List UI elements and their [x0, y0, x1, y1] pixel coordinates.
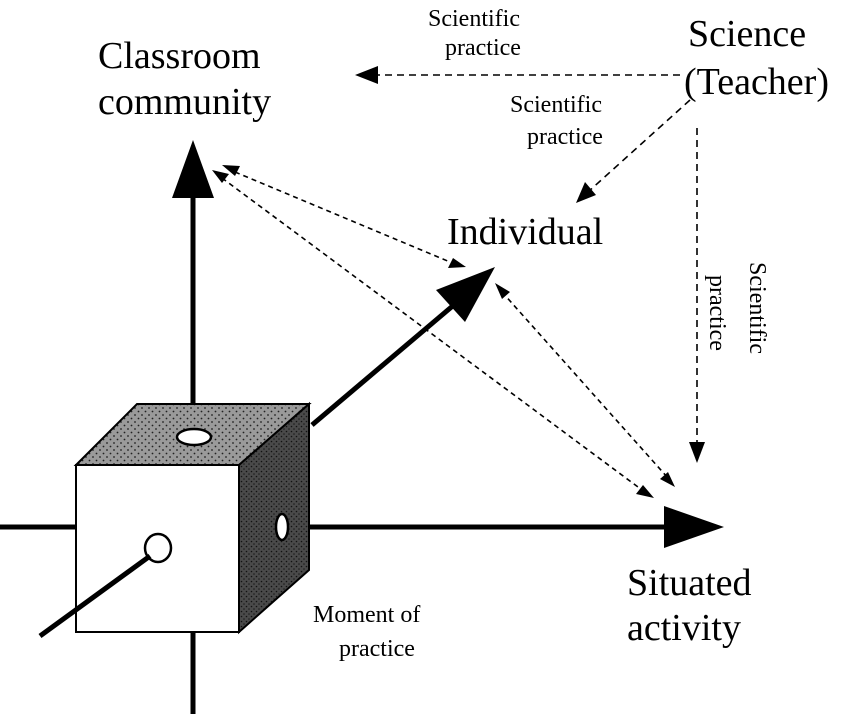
relation-classroom-individual-head-b: [448, 258, 466, 268]
relation-classroom-individual: [234, 171, 451, 263]
relation-classroom-situated-head-a: [212, 170, 229, 183]
node-classroom-line1: Classroom: [98, 35, 261, 77]
cube-side-hole: [274, 512, 290, 542]
cube-top-hole: [175, 427, 213, 447]
axis-classroom-arrowhead: [172, 140, 214, 198]
edge-label-individual-line1: Scientific: [510, 92, 602, 118]
relation-classroom-individual-head-a: [222, 165, 240, 176]
edge-label-classroom-line1: Scientific: [428, 6, 520, 32]
science-to-individual-arrowhead: [576, 182, 596, 203]
edge-label-situated-line1: Scientific: [744, 262, 770, 354]
relation-individual-situated-head-b: [660, 472, 675, 487]
relation-classroom-situated: [221, 177, 643, 491]
edge-label-situated-line2: practice: [704, 275, 730, 351]
axis-front-stub: [38, 553, 152, 639]
science-to-classroom-arrowhead: [355, 66, 378, 84]
node-individual: Individual: [447, 211, 603, 253]
edge-label-classroom-line2: practice: [445, 35, 521, 61]
axis-situated-arrowhead: [664, 506, 724, 548]
relation-individual-situated-head-a: [495, 283, 510, 299]
axis-individual-arrowhead: [436, 267, 495, 322]
node-science-line1: Science: [688, 13, 806, 55]
node-situated-line1: Situated: [627, 562, 752, 604]
practice-cube: [73, 401, 312, 635]
node-moment-line1: Moment of: [313, 602, 420, 628]
relation-classroom-situated-head-b: [636, 485, 654, 498]
node-classroom-line2: community: [98, 81, 271, 123]
node-situated-line2: activity: [627, 607, 741, 649]
science-to-situated-arrowhead: [689, 442, 705, 463]
axis-individual: [310, 302, 457, 427]
edge-label-individual-line2: practice: [527, 124, 603, 150]
cube-front-hole: [143, 532, 173, 564]
relation-individual-situated: [501, 291, 669, 479]
node-science-line2: (Teacher): [684, 61, 829, 103]
node-moment-line2: practice: [339, 636, 415, 662]
science-to-individual-line: [587, 99, 691, 193]
